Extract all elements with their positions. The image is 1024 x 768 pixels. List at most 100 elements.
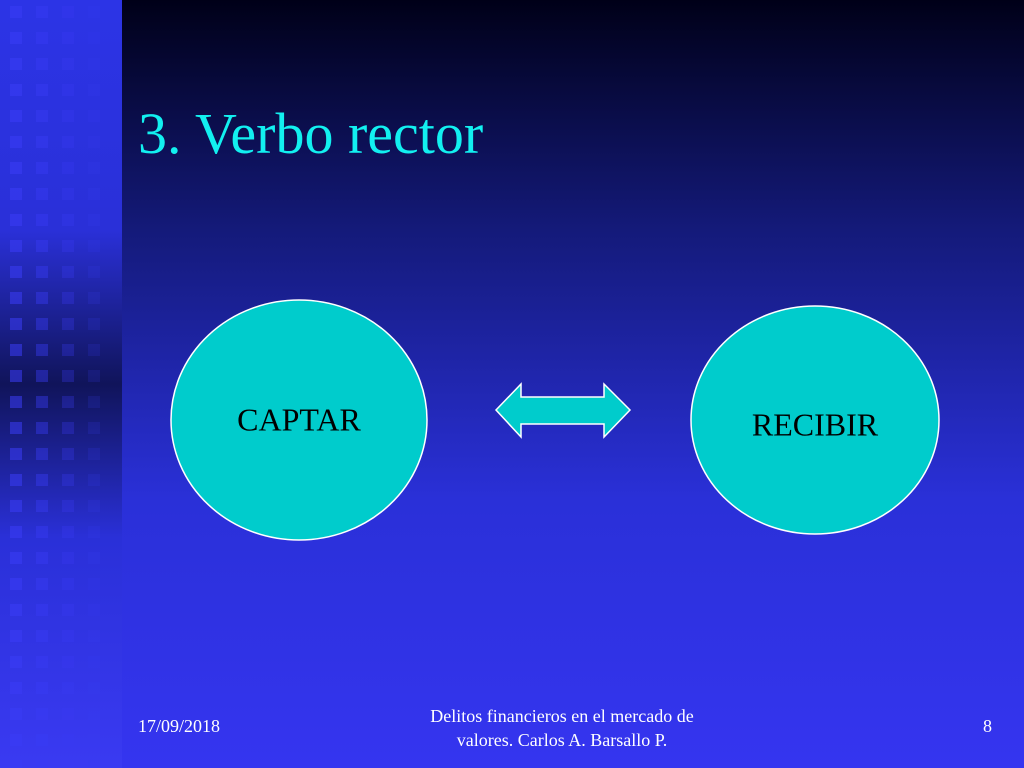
sidebar-square: [88, 656, 100, 668]
sidebar-square: [88, 526, 100, 538]
sidebar-square: [36, 552, 48, 564]
sidebar-square: [36, 656, 48, 668]
sidebar-square: [62, 266, 74, 278]
sidebar-square: [88, 630, 100, 642]
sidebar-square: [36, 396, 48, 408]
sidebar-square: [88, 32, 100, 44]
sidebar-square: [10, 6, 22, 18]
sidebar-square: [62, 214, 74, 226]
sidebar-square: [36, 526, 48, 538]
sidebar-square: [62, 292, 74, 304]
sidebar-square: [88, 448, 100, 460]
sidebar-square: [62, 344, 74, 356]
sidebar-square: [36, 188, 48, 200]
sidebar-square: [62, 760, 74, 768]
node-captar: [170, 299, 428, 541]
sidebar-square: [62, 552, 74, 564]
sidebar-square: [88, 318, 100, 330]
slide-title: 3. Verbo rector: [138, 101, 484, 166]
sidebar-square: [10, 110, 22, 122]
sidebar-square: [62, 682, 74, 694]
sidebar-square: [10, 292, 22, 304]
sidebar-square: [88, 266, 100, 278]
sidebar-square: [36, 58, 48, 70]
sidebar-square: [62, 708, 74, 720]
sidebar-square: [36, 266, 48, 278]
sidebar-square: [36, 318, 48, 330]
sidebar-square: [10, 162, 22, 174]
sidebar-square: [88, 734, 100, 746]
sidebar-square: [36, 630, 48, 642]
sidebar-square: [36, 6, 48, 18]
sidebar-square: [10, 136, 22, 148]
sidebar-square: [88, 500, 100, 512]
sidebar-square: [10, 344, 22, 356]
decorative-square-pattern: [10, 6, 100, 768]
footer-date: 17/09/2018: [138, 716, 221, 736]
sidebar-square: [10, 32, 22, 44]
sidebar-square: [36, 344, 48, 356]
sidebar-square: [62, 58, 74, 70]
sidebar-square: [36, 370, 48, 382]
sidebar-square: [62, 162, 74, 174]
sidebar-square: [36, 214, 48, 226]
sidebar-square: [10, 240, 22, 252]
sidebar-square: [10, 318, 22, 330]
sidebar-square: [62, 396, 74, 408]
sidebar-square: [88, 292, 100, 304]
sidebar-square: [36, 292, 48, 304]
sidebar-square: [10, 682, 22, 694]
sidebar-square: [62, 240, 74, 252]
sidebar-square: [88, 708, 100, 720]
sidebar-square: [88, 188, 100, 200]
sidebar-square: [88, 552, 100, 564]
sidebar-square: [10, 266, 22, 278]
sidebar-square: [36, 240, 48, 252]
sidebar-square: [88, 682, 100, 694]
sidebar-square: [62, 630, 74, 642]
sidebar-square: [62, 604, 74, 616]
sidebar-square: [88, 214, 100, 226]
sidebar-square: [88, 136, 100, 148]
sidebar-square: [88, 344, 100, 356]
sidebar-square: [88, 370, 100, 382]
sidebar-square: [10, 708, 22, 720]
sidebar-square: [62, 318, 74, 330]
sidebar-square: [88, 578, 100, 590]
sidebar-square: [36, 84, 48, 96]
node-label-recibir: RECIBIR: [751, 406, 879, 443]
sidebar-square: [62, 6, 74, 18]
decorative-sidebar: [0, 0, 122, 768]
sidebar-square: [36, 32, 48, 44]
sidebar-square: [62, 474, 74, 486]
page-number: 8: [983, 716, 992, 736]
footer-caption-line2: valores. Carlos A. Barsallo P.: [456, 730, 668, 750]
sidebar-square: [10, 552, 22, 564]
sidebar-square: [62, 110, 74, 122]
sidebar-square: [62, 188, 74, 200]
sidebar-square: [36, 136, 48, 148]
sidebar-square: [10, 656, 22, 668]
sidebar-square: [62, 32, 74, 44]
sidebar-square: [88, 58, 100, 70]
sidebar-square: [10, 578, 22, 590]
sidebar-square: [36, 500, 48, 512]
sidebar-square: [36, 734, 48, 746]
sidebar-square: [10, 448, 22, 460]
sidebar-square: [10, 604, 22, 616]
sidebar-square: [88, 422, 100, 434]
sidebar-square: [88, 110, 100, 122]
sidebar-square: [36, 578, 48, 590]
sidebar-square: [62, 578, 74, 590]
sidebar-square: [36, 162, 48, 174]
sidebar-square: [88, 6, 100, 18]
sidebar-square: [62, 526, 74, 538]
sidebar-square: [10, 630, 22, 642]
sidebar-square: [62, 500, 74, 512]
sidebar-square: [10, 370, 22, 382]
sidebar-square: [88, 474, 100, 486]
node-label-captar: CAPTAR: [237, 401, 361, 438]
sidebar-square: [36, 682, 48, 694]
sidebar-square: [36, 110, 48, 122]
sidebar-square: [36, 448, 48, 460]
